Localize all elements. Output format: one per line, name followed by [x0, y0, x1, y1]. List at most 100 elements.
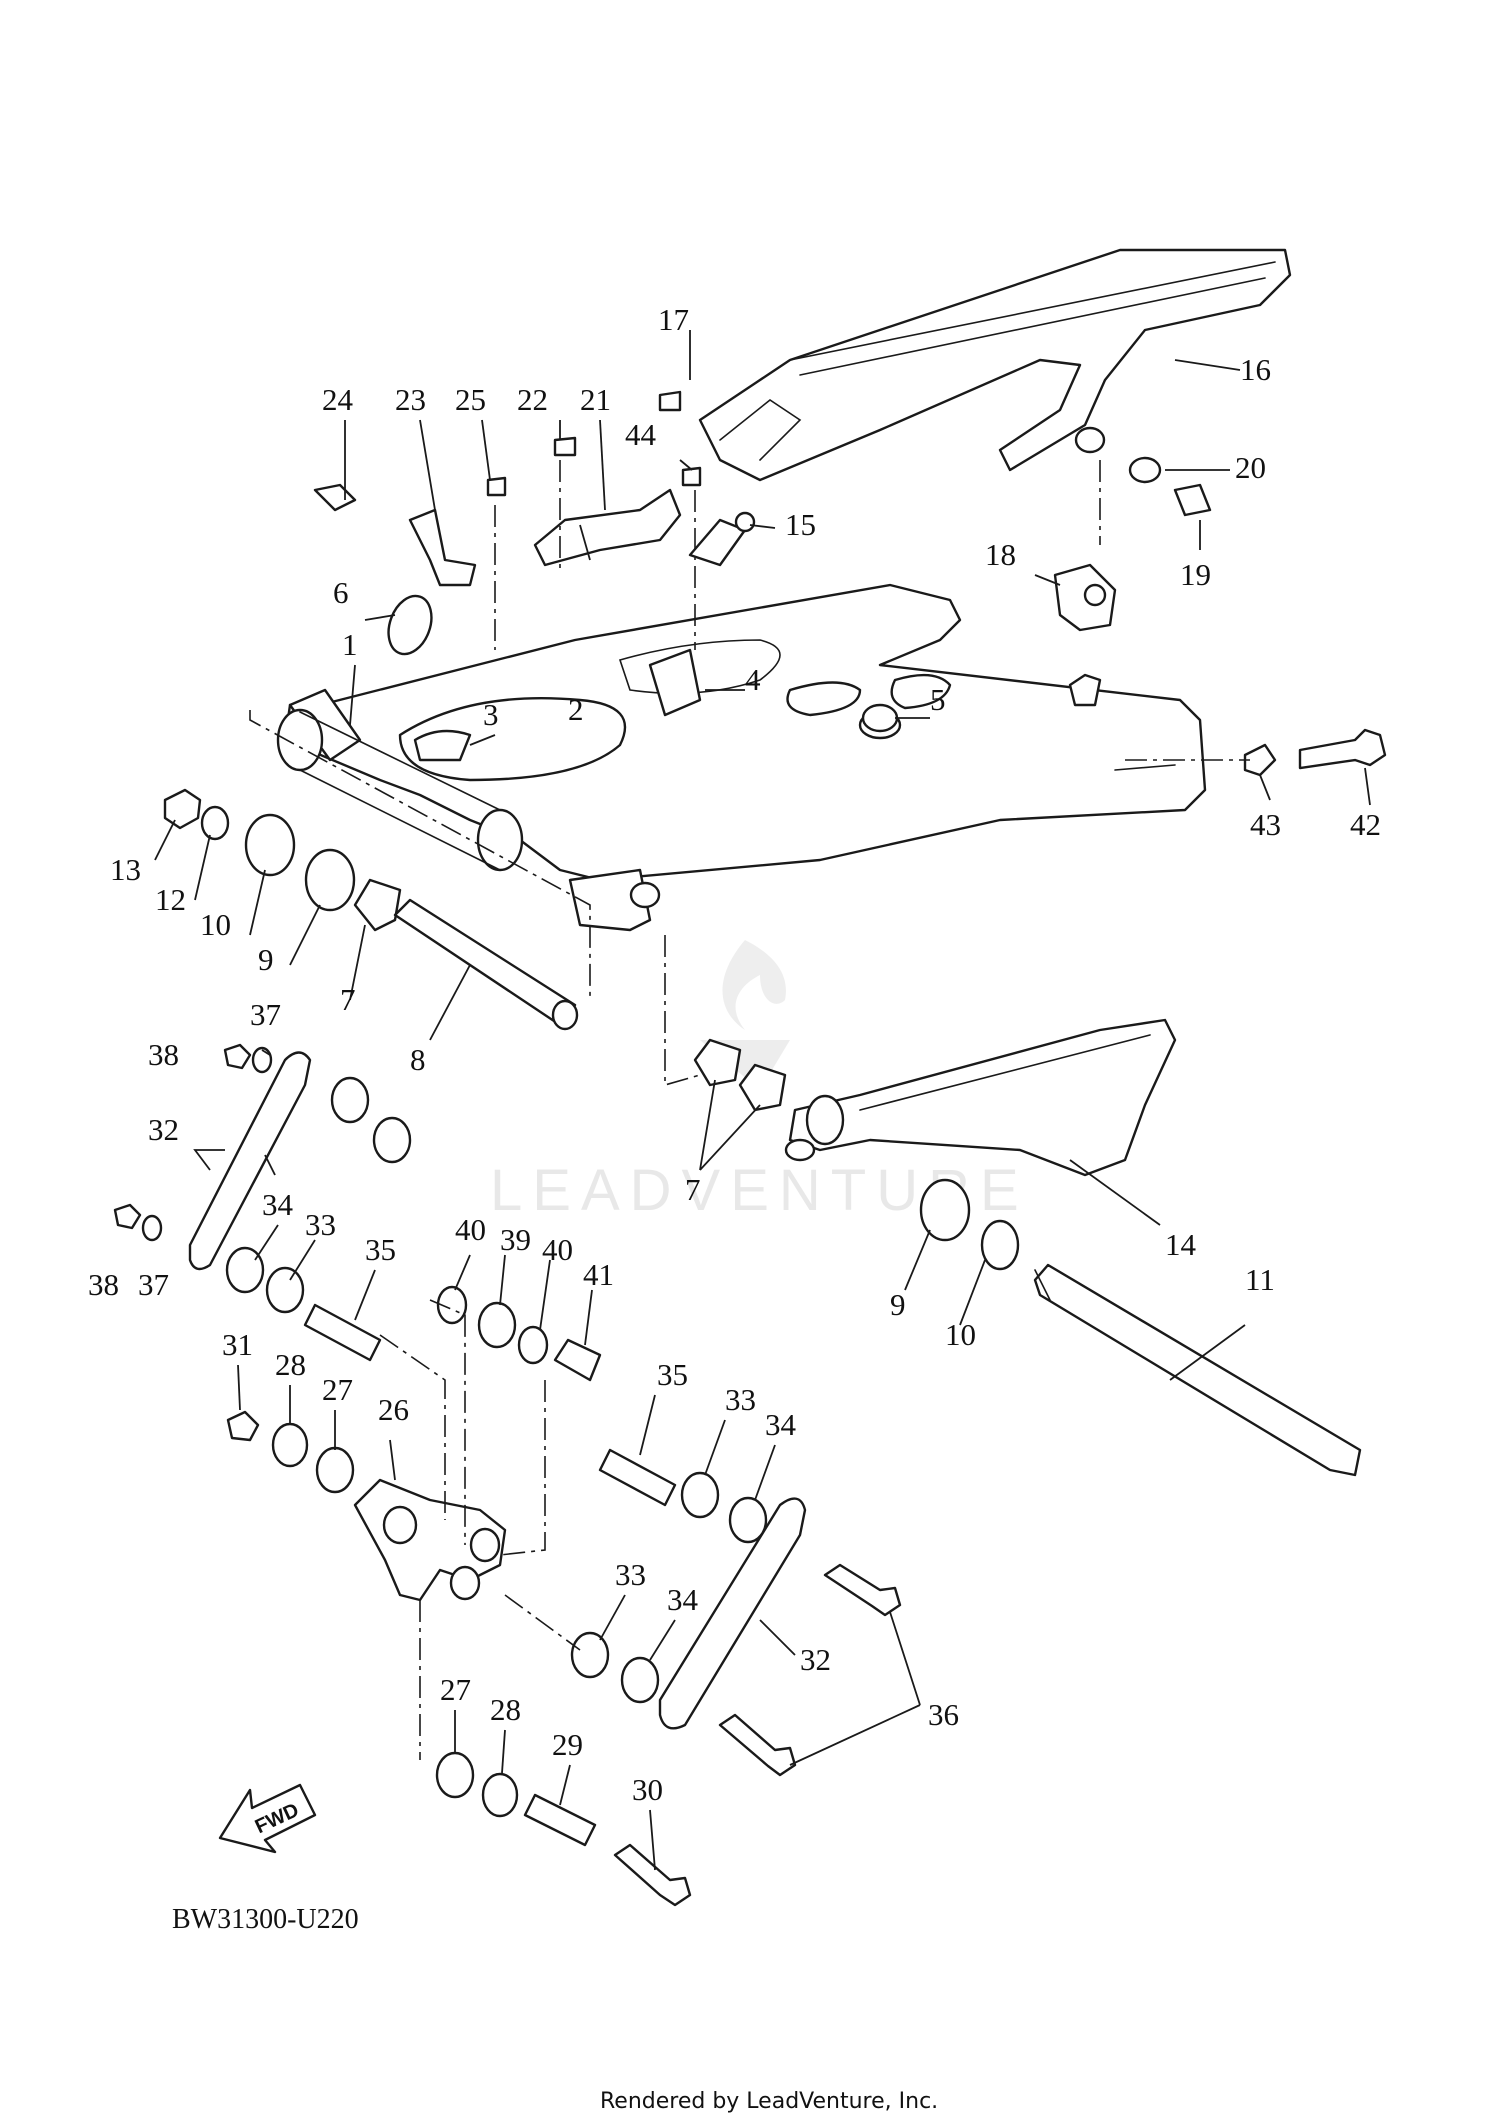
callout-23[interactable]: 23: [395, 382, 426, 417]
callout-15[interactable]: 15: [785, 507, 816, 542]
callout-8[interactable]: 8: [410, 1042, 426, 1077]
callout-25[interactable]: 25: [455, 382, 486, 417]
bearing-33c: [680, 1471, 720, 1519]
chain-case: [698, 248, 1292, 482]
callout-4[interactable]: 4: [745, 662, 761, 697]
callout-32b[interactable]: 32: [800, 1642, 831, 1677]
bolt-24: [313, 483, 357, 512]
bolt-36-lower: [718, 1713, 797, 1777]
callout-26[interactable]: 26: [378, 1392, 409, 1427]
callout-22[interactable]: 22: [517, 382, 548, 417]
callout-6[interactable]: 6: [333, 575, 349, 610]
oil-seal-34b: [225, 1246, 265, 1294]
callout-5[interactable]: 5: [930, 682, 946, 717]
callout-9a[interactable]: 9: [258, 942, 274, 977]
callout-28a[interactable]: 28: [275, 1347, 306, 1382]
callout-24[interactable]: 24: [322, 382, 354, 417]
callout-12[interactable]: 12: [155, 882, 186, 917]
callout-44[interactable]: 44: [625, 417, 657, 452]
callout-21[interactable]: 21: [580, 382, 611, 417]
callout-34c[interactable]: 34: [667, 1582, 699, 1617]
swingarm: [276, 583, 1207, 932]
callout-33a[interactable]: 33: [305, 1207, 336, 1242]
callout-41[interactable]: 41: [583, 1257, 614, 1292]
washer-37-bottom: [141, 1214, 163, 1242]
callout-10a[interactable]: 10: [200, 907, 231, 942]
collar-29: [523, 1793, 597, 1847]
callout-29[interactable]: 29: [552, 1727, 583, 1762]
callout-7b[interactable]: 7: [685, 1172, 701, 1207]
callout-11[interactable]: 11: [1245, 1262, 1275, 1297]
callout-37b[interactable]: 37: [138, 1267, 169, 1302]
chain-guide: [413, 729, 472, 762]
thrust-cover-10-right: [980, 1219, 1020, 1271]
screw-17: [658, 390, 682, 412]
callout-38a[interactable]: 38: [148, 1037, 179, 1072]
callout-38b[interactable]: 38: [88, 1267, 119, 1302]
callout-32a[interactable]: 32: [148, 1112, 179, 1147]
bearing-39: [477, 1301, 517, 1349]
callout-16[interactable]: 16: [1240, 352, 1271, 387]
callout-2[interactable]: 2: [568, 692, 584, 727]
nut-38-top: [223, 1043, 252, 1070]
nut-38-bottom: [113, 1203, 142, 1230]
oil-seal-34c: [728, 1496, 768, 1544]
bearing-7: [353, 878, 402, 932]
bolt-36-upper: [823, 1563, 902, 1617]
collar-8: [393, 898, 577, 1027]
adjusting-bolt: [1298, 728, 1387, 770]
callout-37a[interactable]: 37: [250, 997, 281, 1032]
callout-27b[interactable]: 27: [440, 1672, 471, 1707]
callout-33c[interactable]: 33: [615, 1557, 646, 1592]
bearing-33d: [570, 1631, 610, 1679]
bearing-27: [315, 1446, 355, 1494]
oil-seal-9-right: [919, 1178, 971, 1242]
callout-35a[interactable]: 35: [365, 1232, 396, 1267]
pivot-shaft: [1033, 1263, 1362, 1477]
screw-25: [486, 476, 507, 497]
callout-14[interactable]: 14: [1165, 1227, 1197, 1262]
callout-31[interactable]: 31: [222, 1327, 253, 1362]
nut-13: [163, 788, 202, 830]
callout-20[interactable]: 20: [1235, 450, 1266, 485]
callout-18[interactable]: 18: [985, 537, 1016, 572]
callout-labels: 1 2 3 4 5 6 7 7 7 8 9 9 10 10 11 12 13 1…: [88, 302, 1381, 1807]
bolt-30: [613, 1843, 692, 1907]
screw-22: [553, 436, 577, 457]
callout-35b[interactable]: 35: [657, 1357, 688, 1392]
callout-43[interactable]: 43: [1250, 807, 1281, 842]
callout-13[interactable]: 13: [110, 852, 141, 887]
oil-seal-9: [304, 848, 356, 912]
oil-seal-34d: [620, 1656, 660, 1704]
callout-33b[interactable]: 33: [725, 1382, 756, 1417]
collar-35: [303, 1303, 382, 1362]
callout-34a[interactable]: 34: [262, 1187, 294, 1222]
callout-40a[interactable]: 40: [455, 1212, 486, 1247]
thrust-cover-10: [244, 813, 296, 877]
callout-7a[interactable]: 7: [340, 982, 356, 1017]
callout-1[interactable]: 1: [342, 627, 358, 662]
callout-28b[interactable]: 28: [490, 1692, 521, 1727]
band: [387, 594, 433, 656]
callout-27a[interactable]: 27: [322, 1372, 353, 1407]
callout-3[interactable]: 3: [483, 697, 499, 732]
oil-seal-34: [330, 1076, 370, 1124]
callout-39[interactable]: 39: [500, 1222, 531, 1257]
callout-36[interactable]: 36: [928, 1697, 959, 1732]
washer-37-top: [251, 1046, 273, 1074]
callout-19[interactable]: 19: [1180, 557, 1211, 592]
bearing-33b: [265, 1266, 305, 1314]
callout-10b[interactable]: 10: [945, 1317, 976, 1352]
cap: [861, 703, 899, 733]
callout-9b[interactable]: 9: [890, 1287, 906, 1322]
callout-34b[interactable]: 34: [765, 1407, 797, 1442]
callout-17[interactable]: 17: [658, 302, 689, 337]
callout-42[interactable]: 42: [1350, 807, 1381, 842]
brake-hose-guide: [408, 508, 477, 587]
callout-30[interactable]: 30: [632, 1772, 663, 1807]
bearing-7-right-b: [738, 1063, 787, 1112]
collar-20: [1128, 456, 1162, 484]
callout-40b[interactable]: 40: [542, 1232, 573, 1267]
screw-44: [681, 466, 702, 487]
oil-seal-28: [271, 1422, 309, 1468]
